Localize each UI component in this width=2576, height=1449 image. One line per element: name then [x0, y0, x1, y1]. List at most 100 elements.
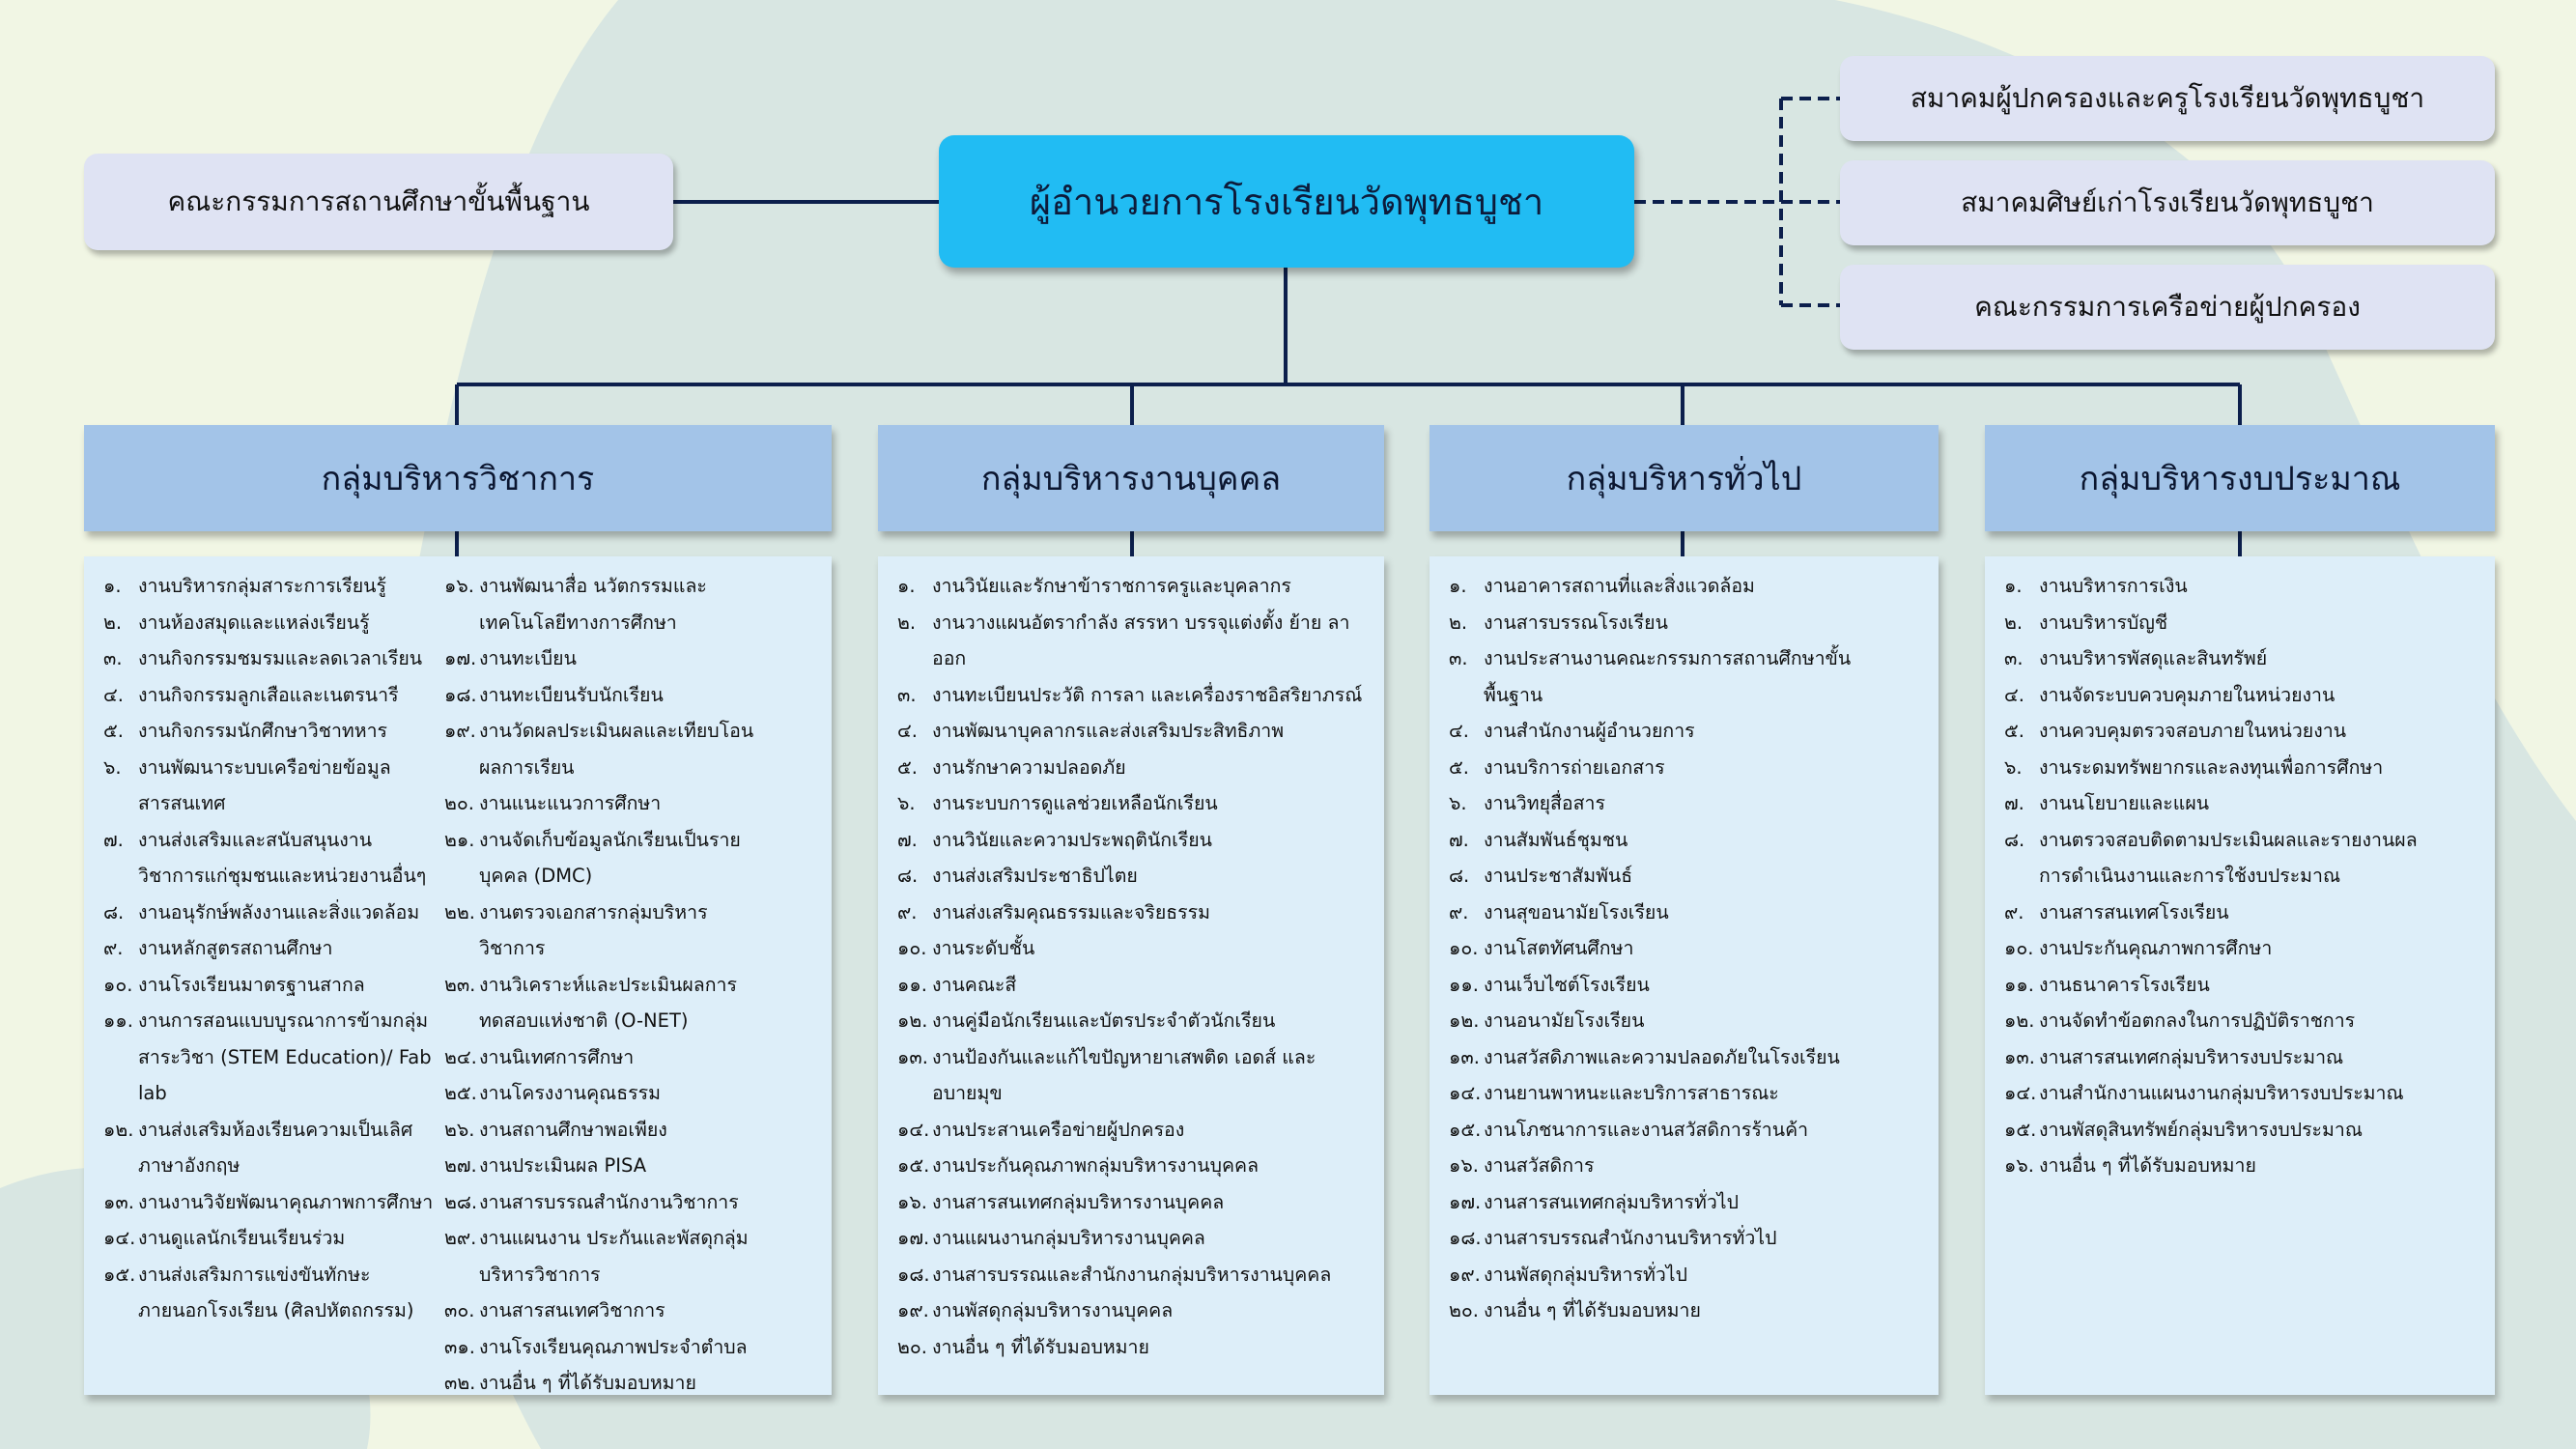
task-number: ๘.	[103, 900, 125, 923]
task-text: งานประสานเครือข่ายผู้ปกครอง	[932, 1118, 1185, 1141]
task-number: ๑๕.	[103, 1263, 136, 1286]
task-text: งานอนามัยโรงเรียน	[1484, 1009, 1645, 1032]
task-number: ๒๖.	[444, 1118, 475, 1141]
task-item: ๑๔.งานดูแลนักเรียนเรียนร่วม	[103, 1220, 437, 1257]
task-item: ๑๐.งานโรงเรียนมาตรฐานสากล	[103, 967, 437, 1004]
task-number: ๒.	[103, 611, 123, 634]
task-text: งานงานวิจัยพัฒนาคุณภาพการศึกษา	[138, 1190, 434, 1213]
task-number: ๑๕.	[1449, 1118, 1482, 1141]
task-text: งานจัดเก็บข้อมูลนักเรียนเป็นรายบุคคล (DM…	[479, 828, 741, 888]
task-text: งานพัสดุสินทรัพย์กลุ่มบริหารงบประมาณ	[2039, 1118, 2363, 1141]
task-number: ๙.	[897, 900, 918, 923]
task-list-col-2: ๑๖.งานพัฒนาสื่อ นวัตกรรมและเทคโนโลยีทางก…	[444, 568, 769, 1402]
task-item: ๓๐.งานสารสนเทศวิชาการ	[444, 1293, 769, 1329]
task-item: ๑๒.งานจัดทำข้อตกลงในการปฏิบัติราชการ	[2004, 1003, 2449, 1039]
task-number: ๑๖.	[2004, 1154, 2034, 1177]
group-header-personnel: กลุ่มบริหารงานบุคคล	[878, 425, 1384, 531]
task-number: ๒๔.	[444, 1045, 477, 1068]
task-item: ๑๒.งานส่งเสริมห้องเรียนความเป็นเลิศภาษาอ…	[103, 1112, 437, 1184]
task-text: งานสารสนเทศโรงเรียน	[2039, 900, 2229, 923]
task-item: ๓.งานบริหารพัสดุและสินทรัพย์	[2004, 640, 2449, 677]
task-number: ๒๐.	[444, 792, 474, 814]
task-item: ๑๖.งานอื่น ๆ ที่ได้รับมอบหมาย	[2004, 1148, 2449, 1184]
association-box-alumni: สมาคมศิษย์เก่าโรงเรียนวัดพุทธบูชา	[1840, 160, 2495, 245]
task-text: งานอื่น ๆ ที่ได้รับมอบหมาย	[1484, 1299, 1701, 1321]
task-item: ๑๖.งานสวัสดิการ	[1449, 1148, 1869, 1184]
task-text: งานจัดระบบควบคุมภายในหน่วยงาน	[2039, 683, 2335, 706]
task-text: งานสารบรรณสำนักงานวิชาการ	[479, 1190, 739, 1213]
task-item: ๑๑.งานเว็บไซต์โรงเรียน	[1449, 967, 1869, 1004]
task-item: ๑๗.งานทะเบียน	[444, 640, 769, 677]
task-list: ๑.งานวินัยและรักษาข้าราชการครูและบุคลากร…	[897, 568, 1369, 1365]
task-number: ๖.	[1449, 792, 1467, 814]
task-item: ๑๒.งานอนามัยโรงเรียน	[1449, 1003, 1869, 1039]
task-item: ๒๓.งานวิเคราะห์และประเมินผลการทดสอบแห่งช…	[444, 967, 769, 1039]
task-text: งานดูแลนักเรียนเรียนร่วม	[138, 1227, 346, 1249]
task-item: ๗.งานส่งเสริมและสนับสนุนงานวิชาการแก่ชุม…	[103, 822, 437, 895]
task-number: ๙.	[103, 937, 124, 959]
task-number: ๒.	[1449, 611, 1468, 634]
task-number: ๕.	[2004, 720, 2024, 742]
task-item: ๑๘.งานทะเบียนรับนักเรียน	[444, 677, 769, 714]
task-text: งานอื่น ๆ ที่ได้รับมอบหมาย	[2039, 1154, 2256, 1177]
task-text: งานหลักสูตรสถานศึกษา	[138, 937, 333, 959]
task-number: ๑๔.	[897, 1118, 930, 1141]
task-text: งานสวัสดิการ	[1484, 1154, 1595, 1177]
task-item: ๓.งานประสานงานคณะกรรมการสถานศึกษาขั้นพื้…	[1449, 640, 1869, 713]
task-item: ๓.งานกิจกรรมชมรมและลดเวลาเรียน	[103, 640, 437, 677]
task-item: ๑.งานวินัยและรักษาข้าราชการครูและบุคลากร	[897, 568, 1369, 605]
task-item: ๘.งานตรวจสอบติดตามประเมินผลและรายงานผลกา…	[2004, 822, 2449, 895]
task-text: งานจัดทำข้อตกลงในการปฏิบัติราชการ	[2039, 1009, 2356, 1032]
task-text: งานแผนงานกลุ่มบริหารงานบุคคล	[932, 1227, 1205, 1249]
task-number: ๑๔.	[103, 1227, 136, 1249]
task-number: ๔.	[103, 683, 124, 706]
task-text: งานสถานศึกษาพอเพียง	[479, 1118, 667, 1141]
task-text: งานสารบรรณโรงเรียน	[1484, 611, 1668, 634]
task-number: ๔.	[897, 720, 918, 742]
task-text: งานระบบการดูแลช่วยเหลือนักเรียน	[932, 792, 1218, 814]
task-text: งานตรวจเอกสารกลุ่มบริหารวิชาการ	[479, 900, 708, 960]
task-number: ๑.	[1449, 575, 1467, 597]
task-number: ๒๐.	[1449, 1299, 1479, 1321]
task-item: ๙.งานสุขอนามัยโรงเรียน	[1449, 895, 1869, 931]
task-item: ๒๕.งานโครงงานคุณธรรม	[444, 1075, 769, 1112]
task-text: งานบริหารการเงิน	[2039, 575, 2188, 597]
task-number: ๒.	[897, 611, 917, 634]
task-number: ๑๘.	[444, 683, 477, 706]
task-item: ๑๕.งานโภชนาการและงานสวัสดิการร้านค้า	[1449, 1112, 1869, 1149]
task-text: งานแผนงาน ประกันและพัสดุกลุ่มบริหารวิชาก…	[479, 1227, 749, 1286]
task-number: ๑๗.	[897, 1227, 930, 1249]
task-item: ๗.งานนโยบายและแผน	[2004, 785, 2449, 822]
task-text: งานอื่น ๆ ที่ได้รับมอบหมาย	[479, 1372, 696, 1394]
task-number: ๓.	[1449, 647, 1468, 669]
task-number: ๑๗.	[444, 647, 477, 669]
task-item: ๒๔.งานนิเทศการศึกษา	[444, 1039, 769, 1076]
group-title: กลุ่มบริหารวิชาการ	[321, 460, 595, 498]
task-item: ๖.งานวิทยุสื่อสาร	[1449, 785, 1869, 822]
task-item: ๙. งานหลักสูตรสถานศึกษา	[103, 930, 437, 967]
task-item: ๑.งานบริหารกลุ่มสาระการเรียนรู้	[103, 568, 437, 605]
task-text: งานสารบรรณและสำนักงานกลุ่มบริหารงานบุคคล	[932, 1263, 1332, 1286]
task-item: ๑๓.งานงานวิจัยพัฒนาคุณภาพการศึกษา	[103, 1184, 437, 1221]
task-number: ๓๑.	[444, 1335, 475, 1358]
task-text: งานส่งเสริมประชาธิปไตย	[932, 865, 1138, 887]
task-text: งานยานพาหนะและบริการสาธารณะ	[1484, 1082, 1779, 1104]
task-item: ๑๗.งานแผนงานกลุ่มบริหารงานบุคคล	[897, 1220, 1369, 1257]
task-text: งานอนุรักษ์พลังงานและสิ่งแวดล้อม	[138, 900, 420, 923]
task-item: ๑๒.งานคู่มือนักเรียนและบัตรประจำตัวนักเร…	[897, 1003, 1369, 1039]
task-number: ๑๗.	[1449, 1190, 1482, 1213]
task-text: งานรักษาความปลอดภัย	[932, 755, 1126, 779]
task-number: ๑.	[103, 575, 122, 597]
task-item: ๑๕.งานพัสดุสินทรัพย์กลุ่มบริหารงบประมาณ	[2004, 1112, 2449, 1149]
task-number: ๑๓.	[1449, 1045, 1480, 1068]
task-text: งานทะเบียนรับนักเรียน	[479, 683, 664, 706]
task-text: งานทะเบียน	[479, 647, 577, 669]
task-number: ๓.	[897, 683, 917, 706]
task-item: ๕.งานบริการถ่ายเอกสาร	[1449, 750, 1869, 786]
task-text: งานอื่น ๆ ที่ได้รับมอบหมาย	[932, 1335, 1149, 1358]
task-item: ๖.งานระดมทรัพยากรและลงทุนเพื่อการศึกษา	[2004, 750, 2449, 786]
task-item: ๑๕.งานประกันคุณภาพกลุ่มบริหารงานบุคคล	[897, 1148, 1369, 1184]
task-number: ๑๖.	[1449, 1154, 1479, 1177]
task-item: ๑๓.งานสวัสดิภาพและความปลอดภัยในโรงเรียน	[1449, 1039, 1869, 1076]
task-text: งานบริการถ่ายเอกสาร	[1484, 755, 1665, 779]
